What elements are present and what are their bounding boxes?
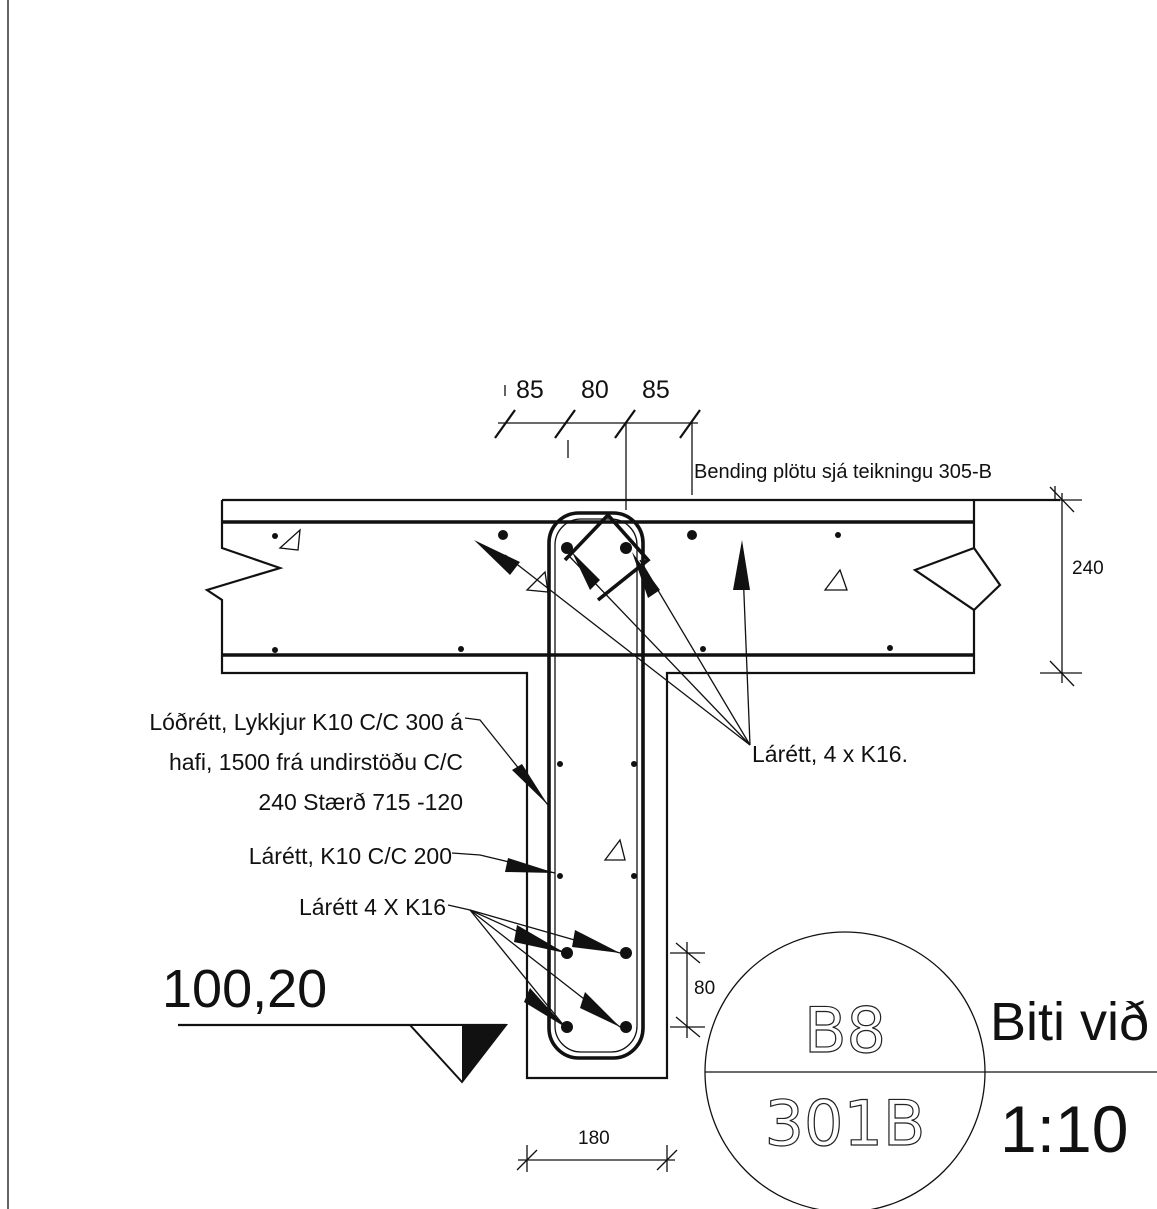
bar-spacing-dimension: 80 <box>670 942 715 1038</box>
concrete-symbols <box>278 528 848 861</box>
slab-height-dimension: 240 <box>1040 486 1104 687</box>
dim-bar-spacing: 80 <box>694 978 715 999</box>
web-width-dimension: 180 <box>516 1128 678 1172</box>
arrowheads <box>474 540 750 1027</box>
note-horizontal-k10: Lárétt, K10 C/C 200 <box>249 843 452 869</box>
sheet-ref: 301B <box>765 1087 926 1160</box>
dim-slab-height: 240 <box>1072 558 1104 579</box>
stirrup-hook <box>563 512 651 602</box>
detail-title: Biti við <box>990 992 1149 1052</box>
note-vertical-stirrups-1: Lóðrétt, Lykkjur K10 C/C 300 á <box>149 709 463 735</box>
dim-web-width: 180 <box>578 1128 610 1149</box>
level-marker: 100,20 <box>162 959 509 1084</box>
t-beam-outline <box>204 498 1060 1080</box>
dim-top-1: 85 <box>516 376 544 404</box>
dim-top-2: 80 <box>581 376 609 404</box>
detail-id: B8 <box>804 994 886 1067</box>
stirrup <box>547 511 645 1060</box>
note-top-bars: Lárétt, 4 x K16. <box>752 741 908 767</box>
note-vertical-stirrups-3: 240 Stærð 715 -120 <box>258 789 463 815</box>
dim-top-3: 85 <box>642 376 670 404</box>
note-bottom-bars: Lárétt 4 X K16 <box>299 894 446 920</box>
top-dimension-chain: 85 80 85 <box>494 376 701 510</box>
note-vertical-stirrups-2: hafi, 1500 frá undirstöðu C/C <box>169 749 463 775</box>
detail-scale: 1:10 <box>1000 1092 1128 1166</box>
rebars <box>272 530 893 1033</box>
stirrup-inner <box>554 518 638 1053</box>
detail-bubble: B8 301B <box>704 931 1157 1209</box>
note-slab-reference: Bending plötu sjá teikningu 305-B <box>694 461 992 483</box>
level-value: 100,20 <box>162 959 327 1019</box>
